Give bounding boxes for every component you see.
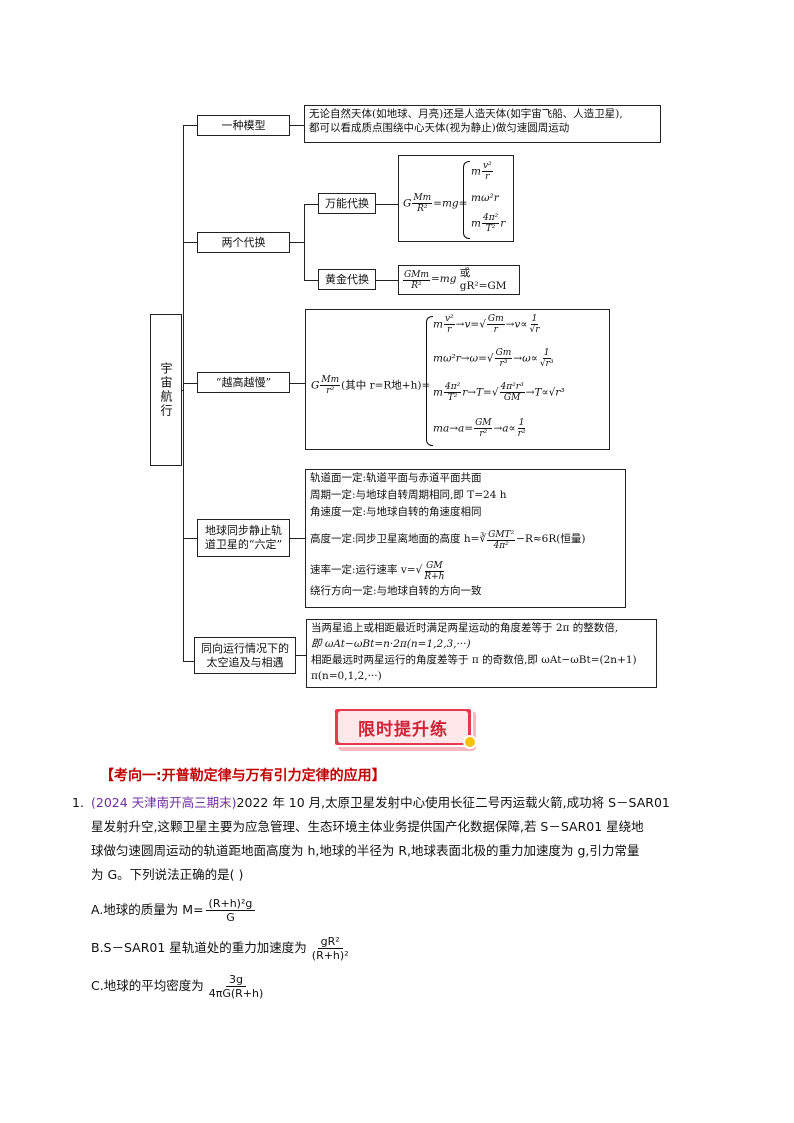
geo-rule-direction: 绕行方向一定:与地球自转的方向一致 xyxy=(310,585,482,597)
question-number: 1. xyxy=(72,795,84,810)
node-chase-label-2: 太空追及与相遇 xyxy=(206,655,284,669)
option-a-text: A.地球的质量为 M= xyxy=(91,902,204,917)
practice-banner: 限时提升练 xyxy=(333,707,479,753)
node-chase-label-1: 同向运行情况下的 xyxy=(201,641,289,655)
node-two-substitutions-label: 两个代换 xyxy=(221,235,266,249)
question-line-1: 2022 年 10 月,太原卫星发射中心使用长征二号丙运载火箭,成功将 S－SA… xyxy=(236,795,670,810)
chase-meet-rules: 当两星追上或相距最近时满足两星运动的角度差等于 2π 的整数倍, 即 ωAt−ω… xyxy=(306,619,657,688)
geo-rule-angular: 角速度一定:与地球自转的角速度相同 xyxy=(310,506,482,518)
question-line-2: 星发射升空,这颗卫星主要为应急管理、生态环境主体业务提供国产化数据保障,若 S－… xyxy=(91,819,644,834)
geo-height-label: 高度一定:同步卫星离地面的高度 h= xyxy=(310,533,480,546)
node-higher-slower-label: “越高越慢” xyxy=(215,375,272,389)
node-golden-substitution-label: 黄金代换 xyxy=(325,272,369,286)
option-a-den: G xyxy=(226,910,235,924)
root-node: 宇宙航行 xyxy=(150,314,182,466)
banner-label: 限时提升练 xyxy=(358,719,448,740)
node-chase-meet: 同向运行情况下的 太空追及与相遇 xyxy=(194,637,296,674)
chase-line-1: 当两星追上或相距最近时满足两星运动的角度差等于 2π 的整数倍, xyxy=(311,622,619,634)
section-title: 【考向一:开普勒定律与万有引力定律的应用】 xyxy=(100,768,386,784)
question-line-3: 球做匀速圆周运动的轨道距地面高度为 h,地球的半径为 R,地球表面北极的重力加速… xyxy=(91,843,640,858)
node-geo-label-2: 道卫星的“六定” xyxy=(204,538,283,551)
node-one-model: 一种模型 xyxy=(197,115,290,136)
golden-or-text: 或 gR²=GM xyxy=(459,266,507,293)
one-model-line-1: 无论自然天体(如地球、月亮)还是人造天体(如宇宙飞船、人造卫星), xyxy=(309,108,623,120)
chase-line-3: 相距最远时两星运行的角度差等于 π 的奇数倍,即 ωAt−ωBt=(2n+1) xyxy=(311,654,637,666)
node-geo-satellite: 地球同步静止轨 道卫星的“六定” xyxy=(197,519,290,557)
option-c-text: C.地球的平均密度为 xyxy=(91,978,204,993)
option-b-num: gR² xyxy=(317,935,343,949)
geo-rule-period: 周期一定:与地球自转周期相同,即 T=24 h xyxy=(310,489,507,501)
geo-height-approx: −R≈6R(恒量) xyxy=(516,533,586,546)
geo-satellite-rules: 轨道面一定:轨道平面与赤道平面共面 周期一定:与地球自转周期相同,即 T=24 … xyxy=(305,469,626,608)
higher-slower-mid: (其中 r=R地+h)= xyxy=(341,379,431,392)
question-line-4: 为 G。下列说法正确的是( ) xyxy=(91,867,244,882)
option-b-den: (R+h)² xyxy=(311,948,349,962)
geo-speed-label: 速率一定:运行速率 v= xyxy=(310,564,416,577)
option-b[interactable]: B.S－SAR01 星轨道处的重力加速度为 gR²(R+h)² xyxy=(72,929,732,967)
node-two-substitutions: 两个代换 xyxy=(197,232,290,253)
node-universal-substitution-label: 万能代换 xyxy=(325,196,369,210)
option-a-num: (R+h)²g xyxy=(205,897,256,911)
question-source: (2024 天津南开高三期末) xyxy=(91,795,237,810)
one-model-desc: 无论自然天体(如地球、月亮)还是人造天体(如宇宙飞船、人造卫星), 都可以看成质… xyxy=(304,105,661,143)
option-c-den: 4πG(R+h) xyxy=(208,986,264,1000)
geo-rule-orbit: 轨道面一定:轨道平面与赤道平面共面 xyxy=(310,472,482,484)
root-label: 宇宙航行 xyxy=(159,362,173,418)
one-model-line-2: 都可以看成质点围绕中心天体(视为静止)做匀速圆周运动 xyxy=(309,121,570,134)
question-1: 1. (2024 天津南开高三期末)2022 年 10 月,太原卫星发射中心使用… xyxy=(72,791,732,1005)
option-b-text: B.S－SAR01 星轨道处的重力加速度为 xyxy=(91,940,307,955)
node-universal-substitution: 万能代换 xyxy=(318,193,376,214)
chase-line-2: 即 ωAt−ωBt=n·2π(n=1,2,3,···) xyxy=(311,638,471,650)
chase-line-4: π(n=0,1,2,···) xyxy=(311,670,382,682)
node-one-model-label: 一种模型 xyxy=(221,118,266,132)
option-c-num: 3g xyxy=(225,973,246,987)
node-geo-label-1: 地球同步静止轨 xyxy=(205,524,282,537)
node-higher-slower: “越高越慢” xyxy=(197,372,290,393)
banner-dot-icon xyxy=(463,735,477,749)
node-golden-substitution: 黄金代换 xyxy=(318,269,376,290)
